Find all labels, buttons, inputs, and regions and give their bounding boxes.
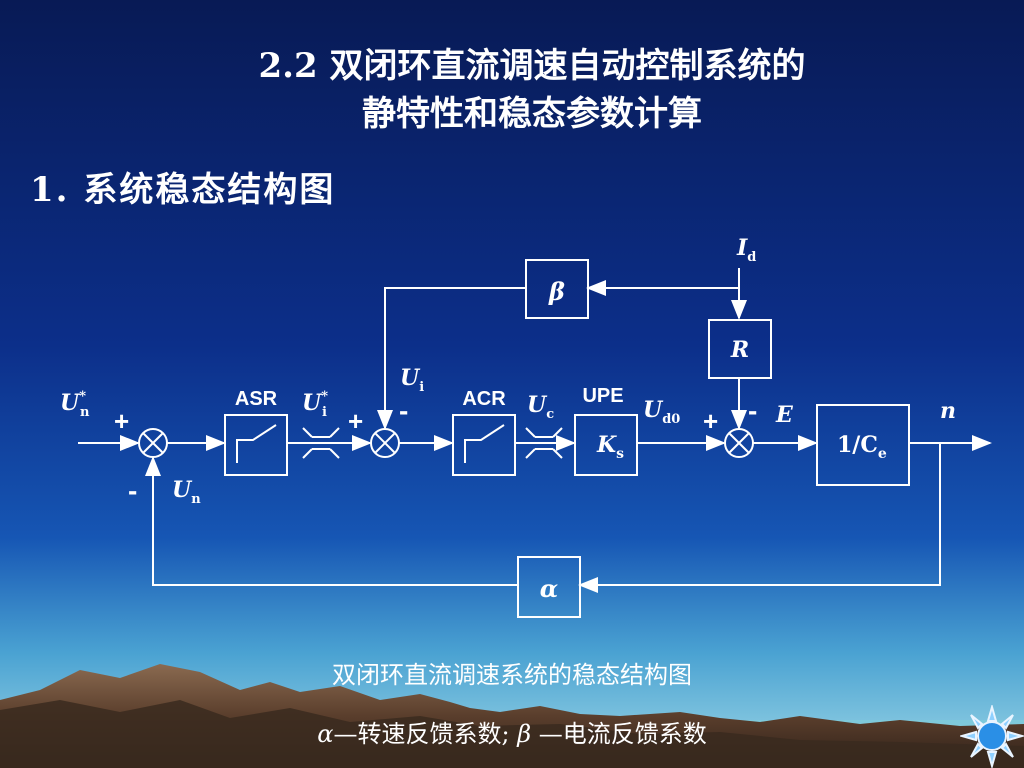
alpha-label: α bbox=[540, 574, 558, 603]
section-number: 1. bbox=[30, 170, 70, 210]
acr-block bbox=[452, 414, 516, 476]
acr-title: ACR bbox=[462, 388, 506, 410]
r-label: R bbox=[730, 337, 749, 363]
upe-block bbox=[574, 414, 638, 476]
signal-un: Un bbox=[172, 477, 201, 507]
slide-title-line2: 静特性和稳态参数计算 bbox=[362, 94, 702, 134]
sign-plus-emf: + bbox=[703, 406, 718, 436]
limiter-acr bbox=[525, 427, 563, 459]
signal-ud0: Ud0 bbox=[643, 397, 680, 427]
caption-coefficients: α—转速反馈系数; β —电流反馈系数 bbox=[317, 720, 707, 748]
sign-plus-current: + bbox=[348, 406, 363, 436]
limiter-asr bbox=[302, 427, 340, 459]
signal-ui-star: U*i bbox=[302, 389, 328, 420]
caption-alpha: α bbox=[317, 720, 334, 748]
signal-un-star: U*n bbox=[60, 389, 90, 420]
sun-icon bbox=[960, 705, 1024, 768]
signal-id: Id bbox=[736, 235, 756, 265]
sign-minus-current: - bbox=[399, 395, 408, 426]
ce-label: 1/Ce bbox=[837, 432, 887, 462]
section-heading: 1. 系统稳态结构图 bbox=[30, 162, 335, 211]
signal-e: E bbox=[775, 402, 794, 428]
sign-plus-speed: + bbox=[114, 406, 129, 436]
sign-minus-emf: - bbox=[748, 395, 757, 426]
upe-title: UPE bbox=[582, 385, 623, 407]
section-text: 系统稳态结构图 bbox=[83, 170, 336, 210]
asr-title: ASR bbox=[235, 388, 278, 410]
sign-minus-speed: - bbox=[128, 475, 137, 506]
beta-label: β bbox=[548, 277, 565, 306]
asr-block bbox=[224, 414, 288, 476]
signal-n: n bbox=[940, 398, 956, 424]
ce-block bbox=[816, 404, 910, 486]
caption-beta: β bbox=[517, 720, 532, 748]
signal-uc: Uc bbox=[527, 392, 554, 422]
caption-diagram: 双闭环直流调速系统的稳态结构图 bbox=[332, 661, 692, 689]
alpha-block bbox=[517, 556, 581, 618]
slide-title-line1: 2.2 双闭环直流调速自动控制系统的 bbox=[258, 46, 806, 86]
signal-ui: Ui bbox=[400, 365, 424, 395]
ks-label: Ks bbox=[596, 432, 624, 462]
